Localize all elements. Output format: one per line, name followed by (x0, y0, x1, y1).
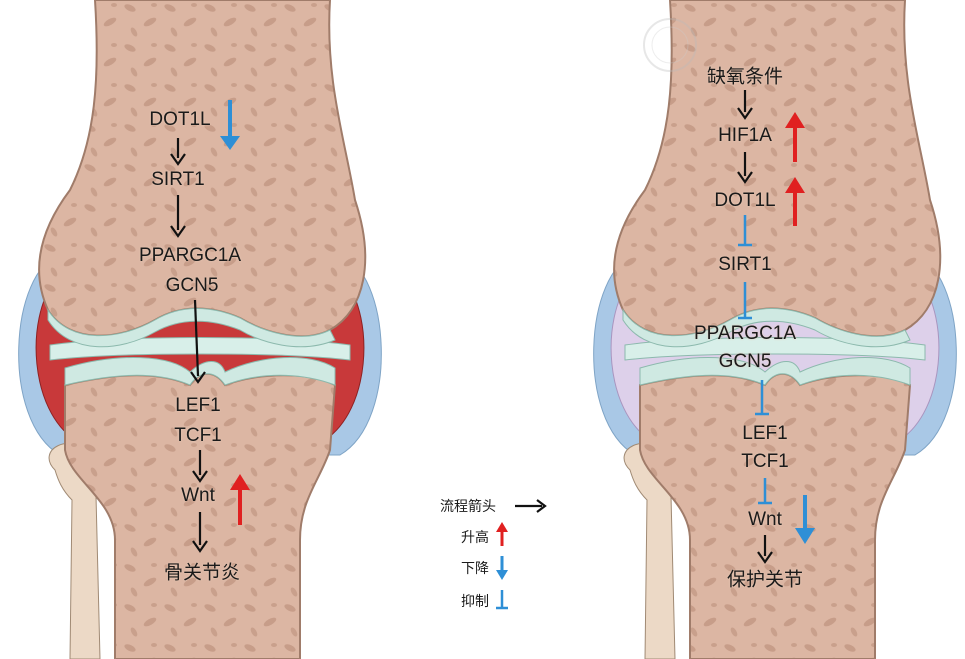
flow-arrow (757, 535, 773, 564)
legend-up-label: 升高 (461, 530, 489, 546)
node-osteoarthritis: 骨关节炎 (163, 561, 241, 584)
node-sirt1: SIRT1 (151, 169, 205, 190)
node-lef1: LEF1 (175, 395, 221, 416)
legend-down-label: 下降 (461, 561, 489, 577)
watermark-logo (643, 18, 697, 72)
right-knee (593, 0, 957, 659)
node-hypoxia: 缺氧条件 (706, 65, 784, 88)
node-dot1l: DOT1L (714, 190, 776, 211)
left-knee (18, 0, 382, 659)
flow-arrow (737, 152, 753, 184)
inhibit-arrow (738, 282, 752, 320)
flow-arrow (737, 90, 753, 120)
flow-arrow (192, 450, 208, 483)
legend-inhibit-icon (496, 590, 508, 610)
right-femur (613, 0, 942, 338)
up-arrow-hif1a (785, 112, 805, 162)
node-gcn5: GCN5 (165, 275, 219, 296)
legend-flow-arrow-icon (515, 499, 547, 513)
inhibit-arrow (755, 380, 769, 416)
up-arrow-wnt (230, 474, 250, 525)
node-gcn5: GCN5 (718, 351, 772, 372)
legend-inhibit-label: 抑制 (461, 594, 489, 610)
node-sirt1: SIRT1 (718, 254, 772, 275)
legend-up-arrow-icon (496, 522, 508, 546)
left-femur-cartilage (47, 308, 336, 348)
flow-arrow (170, 195, 186, 238)
node-wnt: Wnt (181, 485, 215, 506)
node-joint-protection: 保护关节 (726, 568, 804, 591)
node-tcf1: TCF1 (174, 425, 222, 446)
node-tcf1: TCF1 (741, 451, 789, 472)
node-wnt: Wnt (748, 509, 782, 530)
node-ppargc1a: PPARGC1A (138, 245, 242, 266)
down-arrow-dot1l (220, 100, 240, 150)
inhibit-arrow (758, 478, 772, 505)
flow-arrow (190, 299, 206, 384)
right-tibia-cartilage (639, 356, 911, 386)
legend-flow-label: 流程箭头 (440, 499, 496, 515)
flow-arrow (192, 512, 208, 553)
down-arrow-wnt (795, 495, 815, 544)
left-tibia-cartilage (64, 356, 336, 386)
right-femur-cartilage (622, 308, 911, 348)
legend-down-arrow-icon (496, 556, 508, 580)
flow-arrow (170, 138, 186, 166)
node-hif1a: HIF1A (718, 125, 772, 146)
node-ppargc1a: PPARGC1A (693, 323, 797, 344)
up-arrow-dot1l (785, 177, 805, 226)
inhibit-arrow (738, 215, 752, 247)
node-lef1: LEF1 (742, 423, 788, 444)
node-dot1l: DOT1L (149, 109, 211, 130)
